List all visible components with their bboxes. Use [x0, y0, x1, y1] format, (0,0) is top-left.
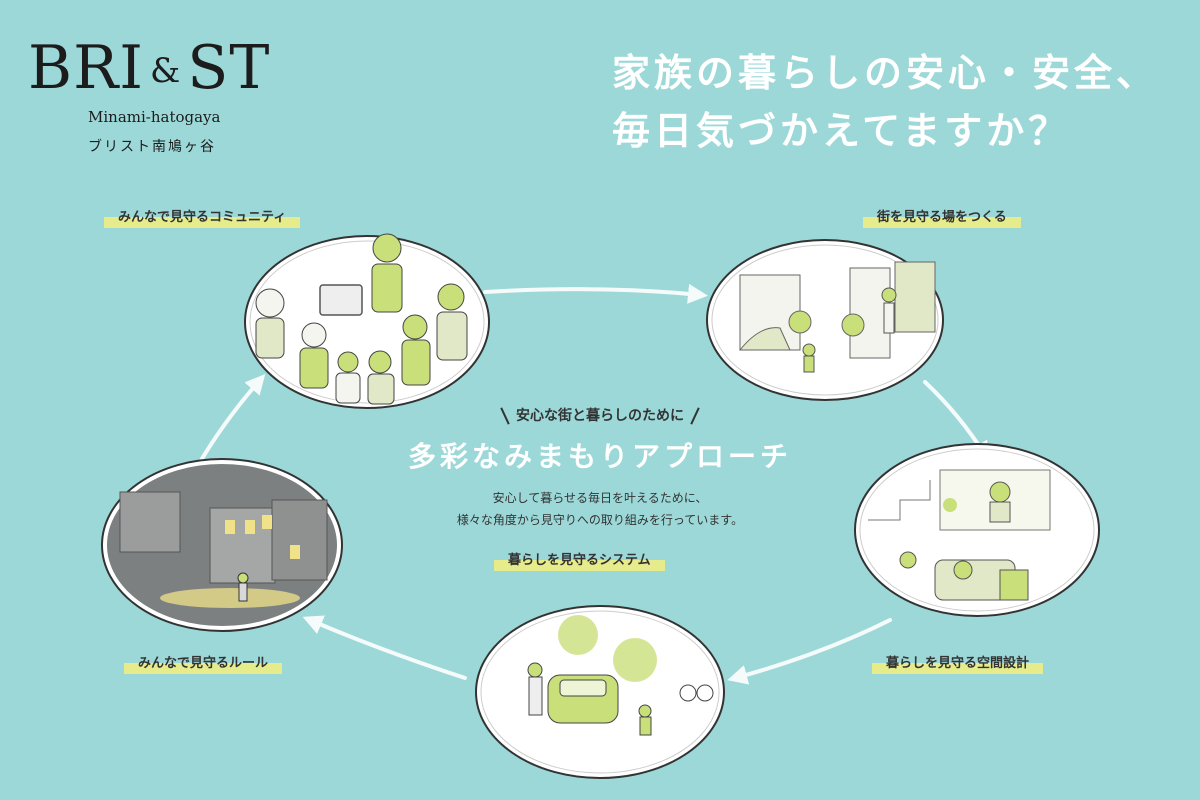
label-space-text: 暮らしを見守る空間設計 [886, 656, 1030, 671]
town-illustration [706, 239, 944, 401]
arrow-center-to-rules [302, 615, 467, 680]
arrow-community-to-town [483, 283, 708, 304]
cycle-arrows [198, 283, 990, 685]
arrow-rules-to-community [198, 373, 266, 464]
center-title: 多彩なみまもりアプローチ [407, 440, 792, 473]
logo-brand-right: ST [187, 33, 271, 103]
center-subtitle: 安心な街と暮らしのために [390, 405, 810, 425]
center-description: 安心して暮らせる毎日を叶えるために、 様々な角度から見守りへの取り組みを行ってい… [390, 487, 810, 531]
center-text-line2: 様々な角度から見守りへの取り組みを行っています。 [456, 513, 744, 527]
center-subtitle-text: 安心な街と暮らしのために [516, 408, 684, 424]
center-message: 安心な街と暮らしのために 多彩なみまもりアプローチ 安心して暮らせる毎日を叶える… [390, 405, 810, 531]
system-illustration [475, 605, 725, 779]
label-rules: みんなで見守るルール [124, 652, 283, 674]
logo-wordmark: BRI&ST [28, 38, 318, 98]
label-town: 街を見守る場をつくる [863, 206, 1021, 228]
logo-japanese: ブリスト南鳩ヶ谷 [88, 139, 216, 155]
logo: BRI&ST Minami-hatogaya ブリスト南鳩ヶ谷 [28, 38, 318, 156]
label-rules-text: みんなで見守るルール [138, 656, 269, 671]
slash-right-decoration [690, 407, 700, 425]
rules-illustration [101, 458, 343, 632]
center-text-line1: 安心して暮らせる毎日を叶えるために、 [492, 491, 708, 505]
label-system-text: 暮らしを見守るシステム [508, 553, 651, 568]
label-community-text: みんなで見守るコミュニティ [118, 210, 287, 225]
label-community: みんなで見守るコミュニティ [104, 206, 301, 228]
logo-subtitle: Minami-hatogaya [88, 108, 221, 126]
label-system: 暮らしを見守るシステム [494, 549, 665, 571]
arrow-space-to-rules-center [727, 618, 892, 685]
label-town-text: 街を見守る場をつくる [877, 210, 1007, 225]
label-space: 暮らしを見守る空間設計 [872, 652, 1044, 674]
slash-left-decoration [500, 407, 510, 425]
headline-line2: 毎日気づかえてますか？ [612, 109, 1071, 153]
logo-brand-left: BRI [28, 33, 144, 103]
community-illustration [244, 233, 490, 409]
space-illustration [854, 443, 1100, 617]
headline: 家族の暮らしの安心・安全、 毎日気づかえてますか？ [612, 44, 1158, 160]
headline-line1: 家族の暮らしの安心・安全、 [612, 51, 1159, 95]
logo-amp: & [149, 51, 182, 91]
